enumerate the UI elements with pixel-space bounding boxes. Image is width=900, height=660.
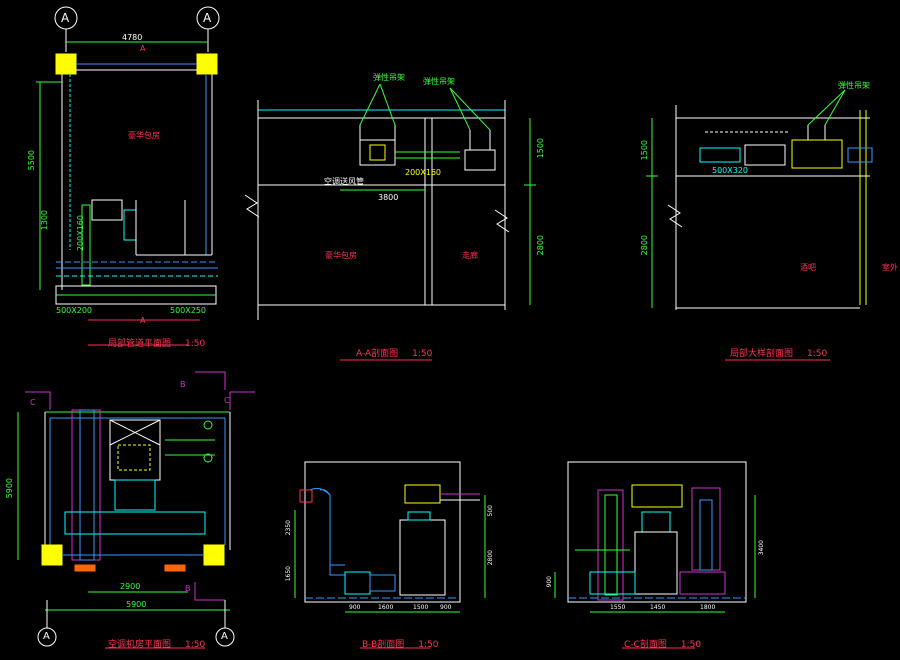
bb-dim-3: 1500 [413,604,429,611]
aa-hanger-right: 弹性吊架 [423,77,455,86]
plan-room-drawing [17,371,255,649]
plan-top-dim-low: 1300 [40,210,49,231]
plan-top-duct-left: 500X200 [56,306,93,315]
axis-bubble-a-right: A [203,11,212,25]
bb-title-text: B-B剖面图 [362,640,405,650]
plan-top-dim-height: 5500 [27,150,36,171]
aa-dim-right-low: 2800 [536,235,545,256]
cc-dim-3: 1800 [700,604,716,611]
plan-top-title-text: 局部管道平面图 [108,339,172,349]
aa-scale: 1:50 [412,349,433,359]
section-cc-drawing [554,461,756,649]
bb-dim-4: 900 [440,604,452,611]
bb-scale: 1:50 [418,640,439,650]
room-axis-a-right: A [221,631,228,642]
cc-dim-right: 3400 [758,540,765,556]
aa-duct: 200X160 [405,168,442,177]
cc-scale: 1:50 [680,640,702,650]
aa-note: 空调送风管 [324,177,364,186]
room-mark-b-top: B [180,380,186,389]
room-mark-c-left: C [30,398,36,407]
section-right-drawing [646,89,873,361]
bb-title: B-B剖面图 1:50 [362,637,439,650]
bb-dim-2: 1600 [378,604,394,611]
bb-dim-1: 900 [349,604,361,611]
right-hanger: 弹性吊架 [838,81,870,90]
plan-top-dim-width: 4780 [122,33,143,42]
aa-room-right: 走廊 [462,251,478,260]
cc-dim-1: 1550 [610,604,626,611]
plan-top-duct-vert: 200X160 [76,215,85,252]
right-dim-top: 1500 [640,140,649,161]
room-title-text: 空调机房平面图 [108,640,172,650]
plan-top-title: 局部管道平面图 1:50 [108,336,205,349]
section-bb-drawing [294,461,486,649]
section-aa-drawing [244,83,536,361]
cc-title: C-C剖面图 1:50 [624,637,701,650]
aa-hanger-left: 弹性吊架 [373,73,405,82]
right-title: 局部大样剖面图 1:50 [730,346,827,359]
room-dim-inner: 2900 [120,582,141,591]
plan-top-room: 豪华包房 [128,131,160,140]
aa-dim-span: 3800 [378,193,399,202]
plan-top-scale: 1:50 [185,339,206,349]
aa-room-left: 豪华包房 [325,251,357,260]
room-dim-width: 5900 [126,600,147,609]
cc-dim-2: 1450 [650,604,666,611]
cc-dim-left: 900 [546,576,553,588]
aa-title: A-A剖面图 1:50 [356,346,432,359]
plan-top-drawing [36,6,220,346]
right-room: 酒吧 [800,263,816,272]
axis-bubble-a-left: A [61,11,70,25]
room-mark-c-right: C [224,396,230,405]
right-duct: 500X320 [712,166,749,175]
bb-dim-right-1: 500 [487,505,494,517]
room-axis-a-left: A [43,631,50,642]
aa-title-text: A-A剖面图 [356,349,399,359]
room-title: 空调机房平面图 1:50 [108,637,205,650]
bb-dim-right-2: 2800 [487,550,494,566]
bb-dim-left-2: 1650 [285,566,292,582]
aa-dim-right-top: 1500 [536,138,545,159]
plan-top-section-mark-top: A [140,44,146,53]
plan-top-section-mark-bottom: A [140,316,146,325]
right-dim-low: 2800 [640,235,649,256]
room-mark-b-bottom: B [185,584,191,593]
cc-title-text: C-C剖面图 [624,640,667,650]
plan-top-duct-right: 500X250 [170,306,207,315]
bb-dim-left-1: 2350 [285,520,292,536]
right-title-text: 局部大样剖面图 [730,349,794,359]
right-scale: 1:50 [807,349,828,359]
right-outdoor: 室外 [882,263,898,272]
room-scale: 1:50 [185,640,206,650]
room-dim-height: 5900 [5,478,14,499]
